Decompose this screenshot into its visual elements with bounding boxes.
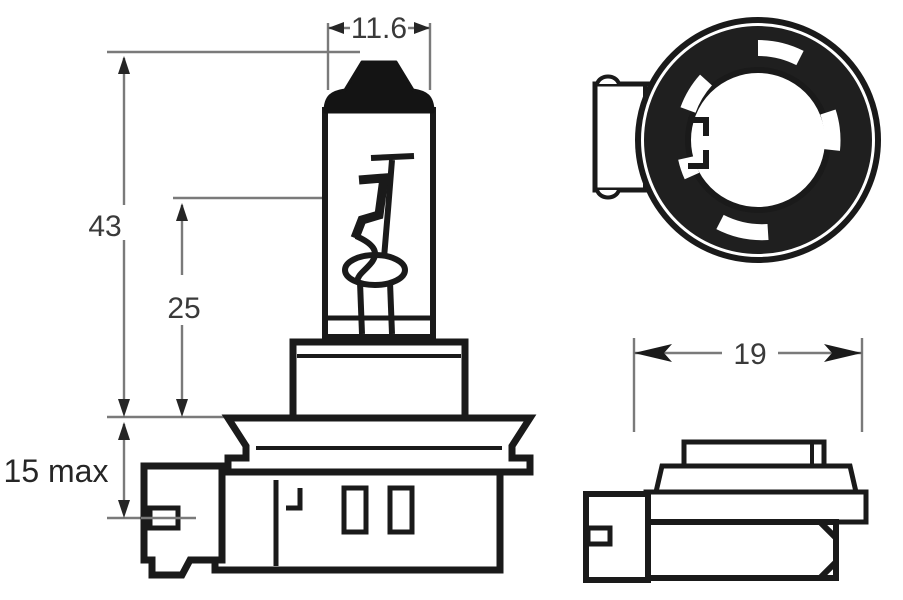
bulb-tip-seal: [323, 60, 435, 114]
housing-notch: [286, 488, 303, 511]
ring-keyway-tabs: [688, 117, 709, 169]
dimension-height-43: 43: [88, 56, 130, 417]
side-latch-hole: [585, 525, 613, 547]
ring-inner-bore: [685, 67, 831, 213]
top-ring-view: [592, 17, 881, 263]
filament-support-right: [381, 159, 395, 259]
arrowhead-bottom-25: [176, 399, 188, 417]
ring-notch-top: [757, 39, 804, 66]
lead-wire-left: [357, 281, 365, 335]
dimension-width-19: 19: [632, 338, 864, 432]
ring-notch-right: [820, 109, 841, 151]
ring-notches: [678, 39, 841, 241]
keyway-tab-lower: [688, 150, 709, 169]
arrowhead-bottom-43: [118, 399, 130, 417]
side-elevation-view: 19: [583, 338, 869, 583]
filament-crossbar: [370, 153, 415, 161]
side-latch-tab: [140, 462, 226, 579]
side-top-rib: [681, 439, 827, 469]
arrowhead-top-43: [118, 56, 130, 74]
dimension-label-43: 43: [88, 210, 121, 243]
ring-notch-upper-left: [680, 74, 713, 113]
side-housing-chamfer: [817, 519, 839, 581]
dimension-label-19: 19: [733, 338, 766, 371]
dimension-height-15-max: 15 max: [4, 422, 130, 518]
terminal-slot-2: [387, 485, 415, 535]
ring-notch-bottom: [716, 214, 769, 241]
dimension-width-11-6: 11.6: [328, 12, 430, 45]
mounting-flange: [221, 414, 537, 476]
arrowhead-top-15max: [118, 422, 130, 440]
arrowhead-top-25: [176, 203, 188, 221]
keyway-tab-upper: [688, 117, 709, 136]
front-view-dimension-lines: [107, 23, 432, 520]
dimension-height-25: 25: [167, 203, 201, 417]
filament-shield: [350, 173, 390, 240]
filament-coil: [342, 252, 408, 288]
filament-s-curve: [354, 233, 378, 283]
side-housing: [643, 519, 839, 581]
dimension-label-25: 25: [167, 292, 200, 325]
ring-connector-top-tab: [595, 74, 621, 85]
ring-connector-bottom-tab: [595, 189, 621, 200]
arrowhead-left-116: [328, 22, 344, 34]
base-collar-block: [289, 338, 469, 422]
dimension-label-11-6: 11.6: [351, 12, 407, 45]
terminal-slot-1: [341, 485, 369, 535]
dimension-label-15-max: 15 max: [4, 453, 109, 489]
side-collar: [652, 463, 860, 495]
front-elevation-view: 11.6 43 25: [4, 12, 537, 579]
arrowhead-right-19: [824, 344, 862, 362]
arrowhead-bottom-15max: [118, 500, 130, 518]
side-flange: [643, 489, 869, 525]
arrowhead-right-116: [414, 22, 430, 34]
filament-assembly: [327, 153, 431, 335]
terminal-slots: [341, 485, 415, 535]
side-latch-tab: [583, 491, 651, 583]
lead-wire-right: [387, 281, 395, 335]
glass-envelope-body: [322, 107, 436, 340]
arrowhead-left-19: [634, 344, 672, 362]
